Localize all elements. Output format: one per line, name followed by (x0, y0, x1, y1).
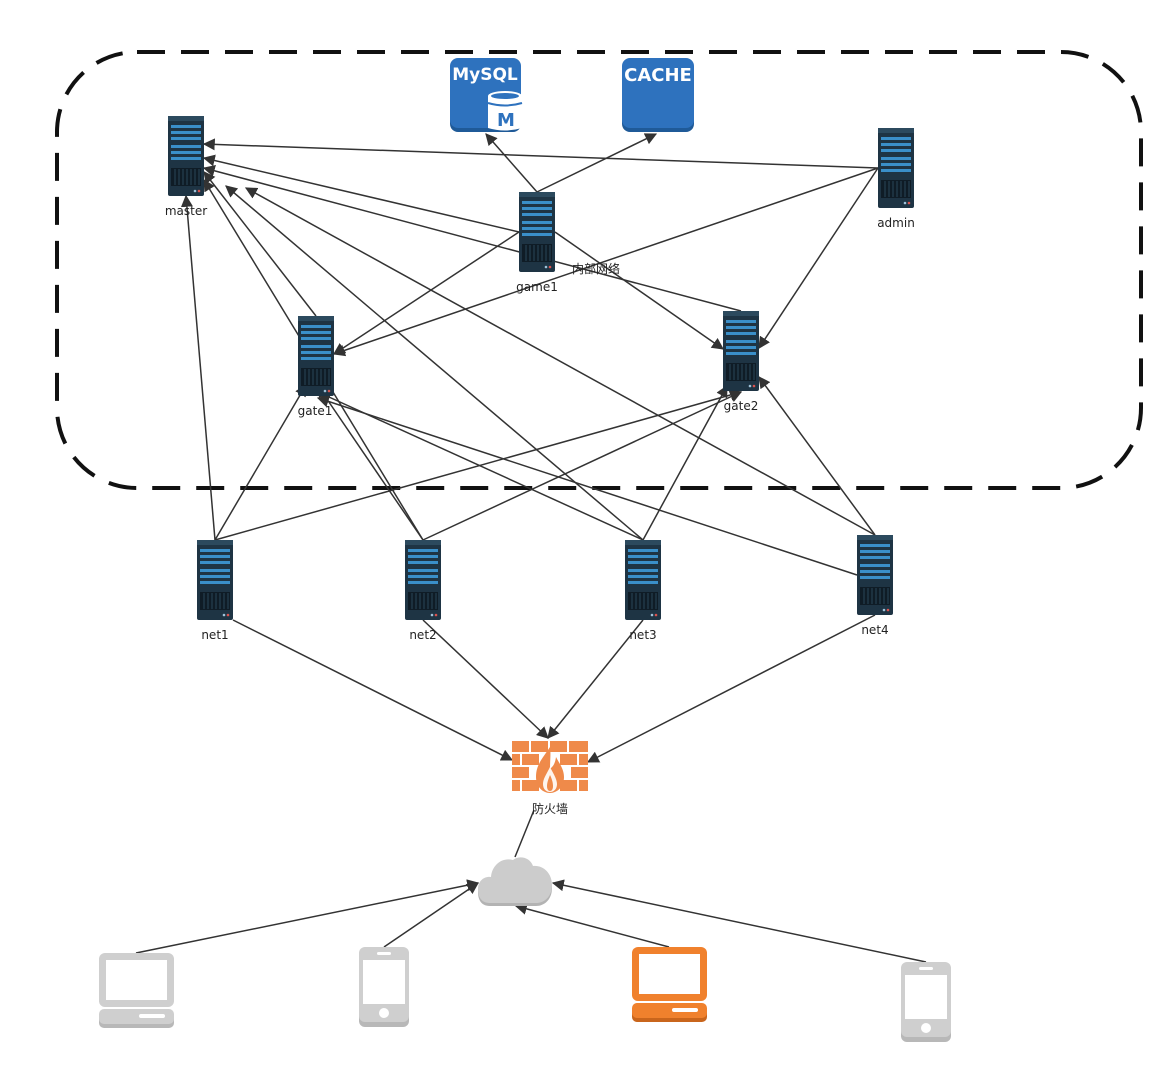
firewall-icon[interactable]: 防火墙 (512, 741, 588, 816)
edge-phone1-cloud (383, 882, 479, 948)
edge-game1-mysql (485, 133, 538, 193)
edge-gate2-master (202, 164, 742, 312)
server-net4[interactable]: net4 (856, 534, 894, 637)
edge-laptop2-cloud (514, 902, 670, 948)
edge-game1-gate1 (332, 231, 520, 355)
cache-icon[interactable]: CACHE (622, 58, 694, 132)
edge-net1-master (180, 194, 216, 541)
server-gate1[interactable]: gate1 (297, 315, 335, 418)
edge-game1-cache (536, 133, 658, 193)
edges-layer (135, 133, 927, 963)
server-gate2-label: gate2 (724, 399, 759, 413)
server-net4-label: net4 (861, 623, 888, 637)
edge-net2-gate1 (317, 385, 424, 541)
edge-net3-master (225, 185, 644, 541)
laptop-icon[interactable] (99, 953, 174, 1028)
phone-icon[interactable] (901, 962, 951, 1042)
cloud-icon[interactable] (478, 857, 552, 906)
edge-net2-firewall (422, 619, 549, 739)
edge-net4-gate2 (758, 376, 876, 536)
edge-net4-gate1 (316, 395, 858, 576)
edge-net3-firewall (547, 619, 644, 739)
edge-cloud-firewall (514, 809, 535, 858)
edge-game1-master (202, 154, 520, 233)
server-gate2[interactable]: gate2 (722, 310, 760, 413)
server-game1-label: game1 (516, 280, 558, 294)
firewall-label: 防火墙 (532, 801, 568, 816)
cache-label: CACHE (624, 65, 692, 86)
server-net2-label: net2 (409, 628, 436, 642)
laptop-highlighted-icon[interactable] (632, 947, 707, 1022)
edge-gate1-master (203, 171, 317, 317)
server-net2[interactable]: net2 (404, 539, 442, 642)
phone-icon[interactable] (359, 947, 409, 1027)
edge-net3-gate2 (642, 384, 728, 541)
edge-net4-firewall (586, 614, 876, 763)
mysql-label: MySQL (452, 65, 518, 85)
edge-admin-master (202, 138, 879, 169)
mysql-glyph: M (497, 110, 515, 131)
server-admin[interactable]: admin (877, 127, 915, 230)
server-admin-label: admin (877, 216, 915, 230)
edge-net4-master (244, 187, 876, 536)
server-master[interactable]: master (165, 115, 207, 218)
server-net1[interactable]: net1 (196, 539, 234, 642)
server-master-label: master (165, 204, 207, 218)
edge-net2-gate2 (422, 391, 743, 541)
server-gate1-label: gate1 (298, 404, 333, 418)
edge-laptop1-cloud (135, 879, 480, 954)
edge-net3-gate1 (316, 391, 644, 541)
edge-net1-gate1 (214, 383, 307, 541)
edge-phone2-cloud (551, 879, 927, 963)
server-net3[interactable]: net3 (624, 539, 662, 642)
server-game1[interactable]: game1 (516, 191, 558, 294)
edge-game1-gate2 (554, 231, 724, 350)
server-net1-label: net1 (201, 628, 228, 642)
server-net3-label: net3 (629, 628, 656, 642)
edge-net1-gate2 (214, 389, 743, 541)
zone-label: 内部网络 (572, 261, 620, 276)
internal-network-zone (55, 50, 1143, 490)
edge-net1-firewall (232, 619, 514, 761)
mysql-icon[interactable]: MySQL M (450, 58, 523, 132)
edge-admin-gate2 (758, 167, 879, 350)
edge-admin-gate1 (332, 167, 879, 357)
